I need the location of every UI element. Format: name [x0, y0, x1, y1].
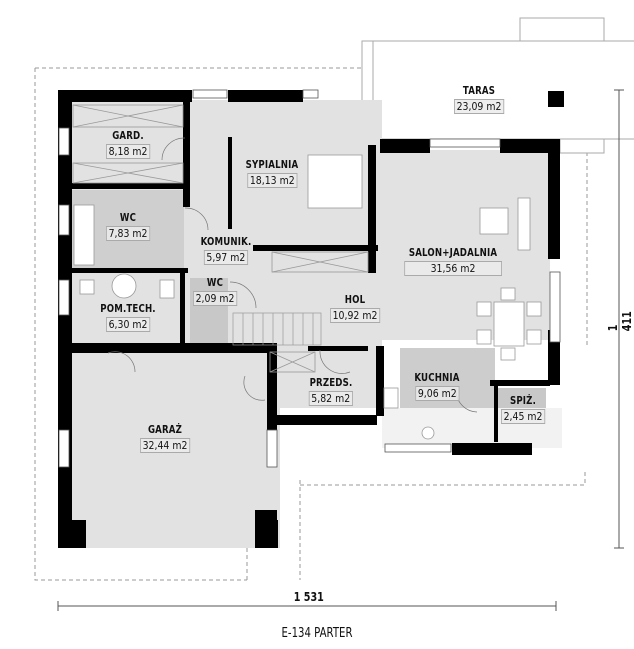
- room-area: 5,97 m2: [204, 250, 248, 265]
- room-wc-small: WC 2,09 m2: [189, 277, 241, 307]
- room-name: SYPIALNIA: [245, 159, 299, 171]
- walls: [58, 90, 560, 548]
- room-area: 2,09 m2: [193, 291, 237, 306]
- room-wc: WC 7,83 m2: [102, 212, 154, 242]
- stairs: [232, 312, 322, 346]
- room-name: PRZEDS.: [309, 377, 353, 389]
- depth-dimension: 1 411: [606, 311, 634, 332]
- room-area: 6,30 m2: [106, 317, 150, 332]
- room-salon-jadalnia: SALON+JADALNIA 31,56 m2: [396, 247, 511, 277]
- room-komunik: KOMUNIK. 5,97 m2: [195, 236, 257, 266]
- room-area: 8,18 m2: [106, 144, 150, 159]
- wardrobe-symbols: [72, 104, 369, 373]
- room-name: SPIŻ.: [509, 395, 537, 407]
- room-taras: TARAS 23,09 m2: [450, 85, 509, 115]
- room-area: 7,83 m2: [106, 226, 150, 241]
- room-name: KOMUNIK.: [200, 236, 252, 248]
- room-pom-tech: POM.TECH. 6,30 m2: [94, 303, 162, 333]
- room-sypialnia: SYPIALNIA 18,13 m2: [240, 159, 304, 189]
- door-swings: [107, 137, 478, 413]
- room-area: 2,45 m2: [501, 409, 545, 424]
- room-name: WC: [206, 277, 224, 289]
- room-hol: HOL 10,92 m2: [326, 294, 385, 324]
- room-name: TARAS: [462, 85, 496, 97]
- furniture: [73, 154, 542, 440]
- room-name: KUCHNIA: [414, 372, 460, 384]
- terrace-column: [548, 91, 564, 107]
- room-area: 31,56 m2: [404, 261, 502, 276]
- room-area: 18,13 m2: [247, 173, 297, 188]
- room-name: POM.TECH.: [100, 303, 156, 315]
- room-name: WC: [119, 212, 137, 224]
- room-area: 5,82 m2: [309, 391, 353, 406]
- room-name: GARAŻ: [147, 424, 183, 436]
- room-gard: GARD. 8,18 m2: [102, 130, 154, 160]
- room-name: HOL: [344, 294, 366, 306]
- dimension-lines: [57, 89, 624, 611]
- room-kuchnia: KUCHNIA 9,06 m2: [409, 372, 464, 402]
- room-name: GARD.: [112, 130, 144, 142]
- windows: [58, 89, 561, 468]
- room-area: 23,09 m2: [454, 99, 504, 114]
- floor-fills: [68, 100, 562, 548]
- room-area: 32,44 m2: [140, 438, 190, 453]
- room-name: SALON+JADALNIA: [408, 247, 498, 259]
- width-dimension: 1 531: [293, 590, 324, 604]
- room-area: 10,92 m2: [330, 308, 380, 323]
- room-przeds: PRZEDS. 5,82 m2: [305, 377, 357, 407]
- room-spiz: SPIŻ. 2,45 m2: [497, 395, 549, 425]
- room-garaz: GARAŻ 32,44 m2: [136, 424, 195, 454]
- room-area: 9,06 m2: [415, 386, 459, 401]
- plan-title: E-134 PARTER: [281, 626, 353, 641]
